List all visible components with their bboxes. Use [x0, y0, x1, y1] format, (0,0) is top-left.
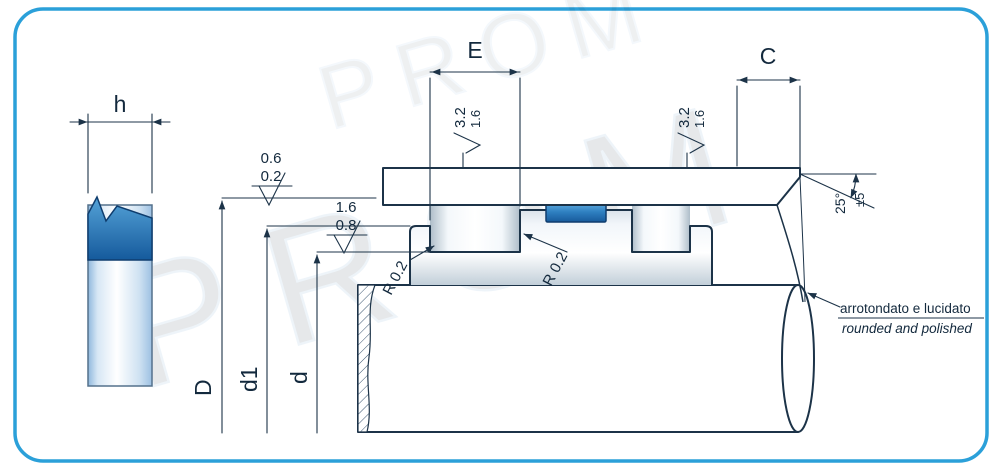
radius-left-leader — [409, 245, 435, 261]
housing-bar — [383, 168, 800, 205]
seal-profile-view: h — [69, 91, 171, 387]
shaft-break-hatch — [357, 284, 376, 433]
gland-left-shoulder — [410, 226, 430, 285]
roughness-lower: 0.2 — [261, 168, 282, 185]
note-leader — [807, 292, 841, 308]
dim-label-h: h — [114, 91, 127, 117]
surface-finish-lip: 0.6 0.2 — [251, 150, 293, 207]
chamfer-curve — [776, 204, 804, 303]
housing-bar-hatch — [382, 167, 801, 206]
angle-ref-slanted — [799, 173, 875, 209]
dim-d: d — [286, 251, 434, 434]
angle-value: 25° — [832, 193, 848, 214]
shaft-end-hatch — [781, 284, 815, 433]
roughness-check-icon — [333, 220, 361, 255]
chamfer-note: arrotondato e lucidato rounded and polis… — [807, 292, 984, 336]
piston-gland — [409, 203, 713, 285]
seal-ring — [545, 203, 607, 223]
dim-label-E: E — [467, 37, 482, 63]
shaft — [357, 284, 815, 433]
dim-label-d: d — [286, 371, 312, 384]
angle-arc — [850, 173, 860, 199]
roughness-upper: 3.2 — [452, 107, 469, 128]
roughness-lower: 1.6 — [468, 110, 483, 128]
roughness-check-icon — [677, 132, 706, 154]
housing — [382, 167, 806, 303]
dim-label-C: C — [760, 43, 777, 69]
shaft-end — [782, 285, 814, 432]
surface-finish-housing-right: 3.2 1.6 — [676, 107, 707, 154]
angle-tolerance: ±5 — [852, 193, 867, 207]
roughness-upper: 1.6 — [336, 199, 357, 216]
gland-right-shoulder — [690, 226, 712, 285]
groove-left-root — [430, 252, 520, 285]
dim-E: E — [429, 37, 521, 221]
note-italian: arrotondato e lucidato — [840, 301, 971, 316]
roughness-check-icon — [453, 132, 482, 154]
surface-finish-groove: 1.6 0.8 — [326, 199, 368, 255]
roughness-check-icon — [258, 172, 286, 207]
dim-C: C — [736, 43, 801, 171]
chamfer-edge — [799, 176, 806, 303]
surface-finish-housing-left: 3.2 1.6 — [452, 107, 483, 154]
groove-right-void — [632, 205, 690, 252]
dim-d1: d1 — [236, 225, 411, 434]
dim-D: D — [190, 197, 377, 434]
groove-right-root — [632, 252, 690, 285]
radius-right-leader — [523, 233, 568, 253]
roughness-upper: 0.6 — [261, 150, 282, 167]
chamfer-angle: 25° ±5 — [799, 173, 877, 214]
roughness-lower: 1.6 — [692, 110, 707, 128]
seal-lip — [87, 195, 153, 261]
note-english: rounded and polished — [842, 321, 972, 336]
dim-label-d1: d1 — [236, 366, 262, 392]
groove-left-void — [430, 205, 520, 252]
gland-center-land — [520, 210, 632, 285]
dim-label-D: D — [190, 379, 216, 396]
roughness-upper: 3.2 — [676, 107, 693, 128]
